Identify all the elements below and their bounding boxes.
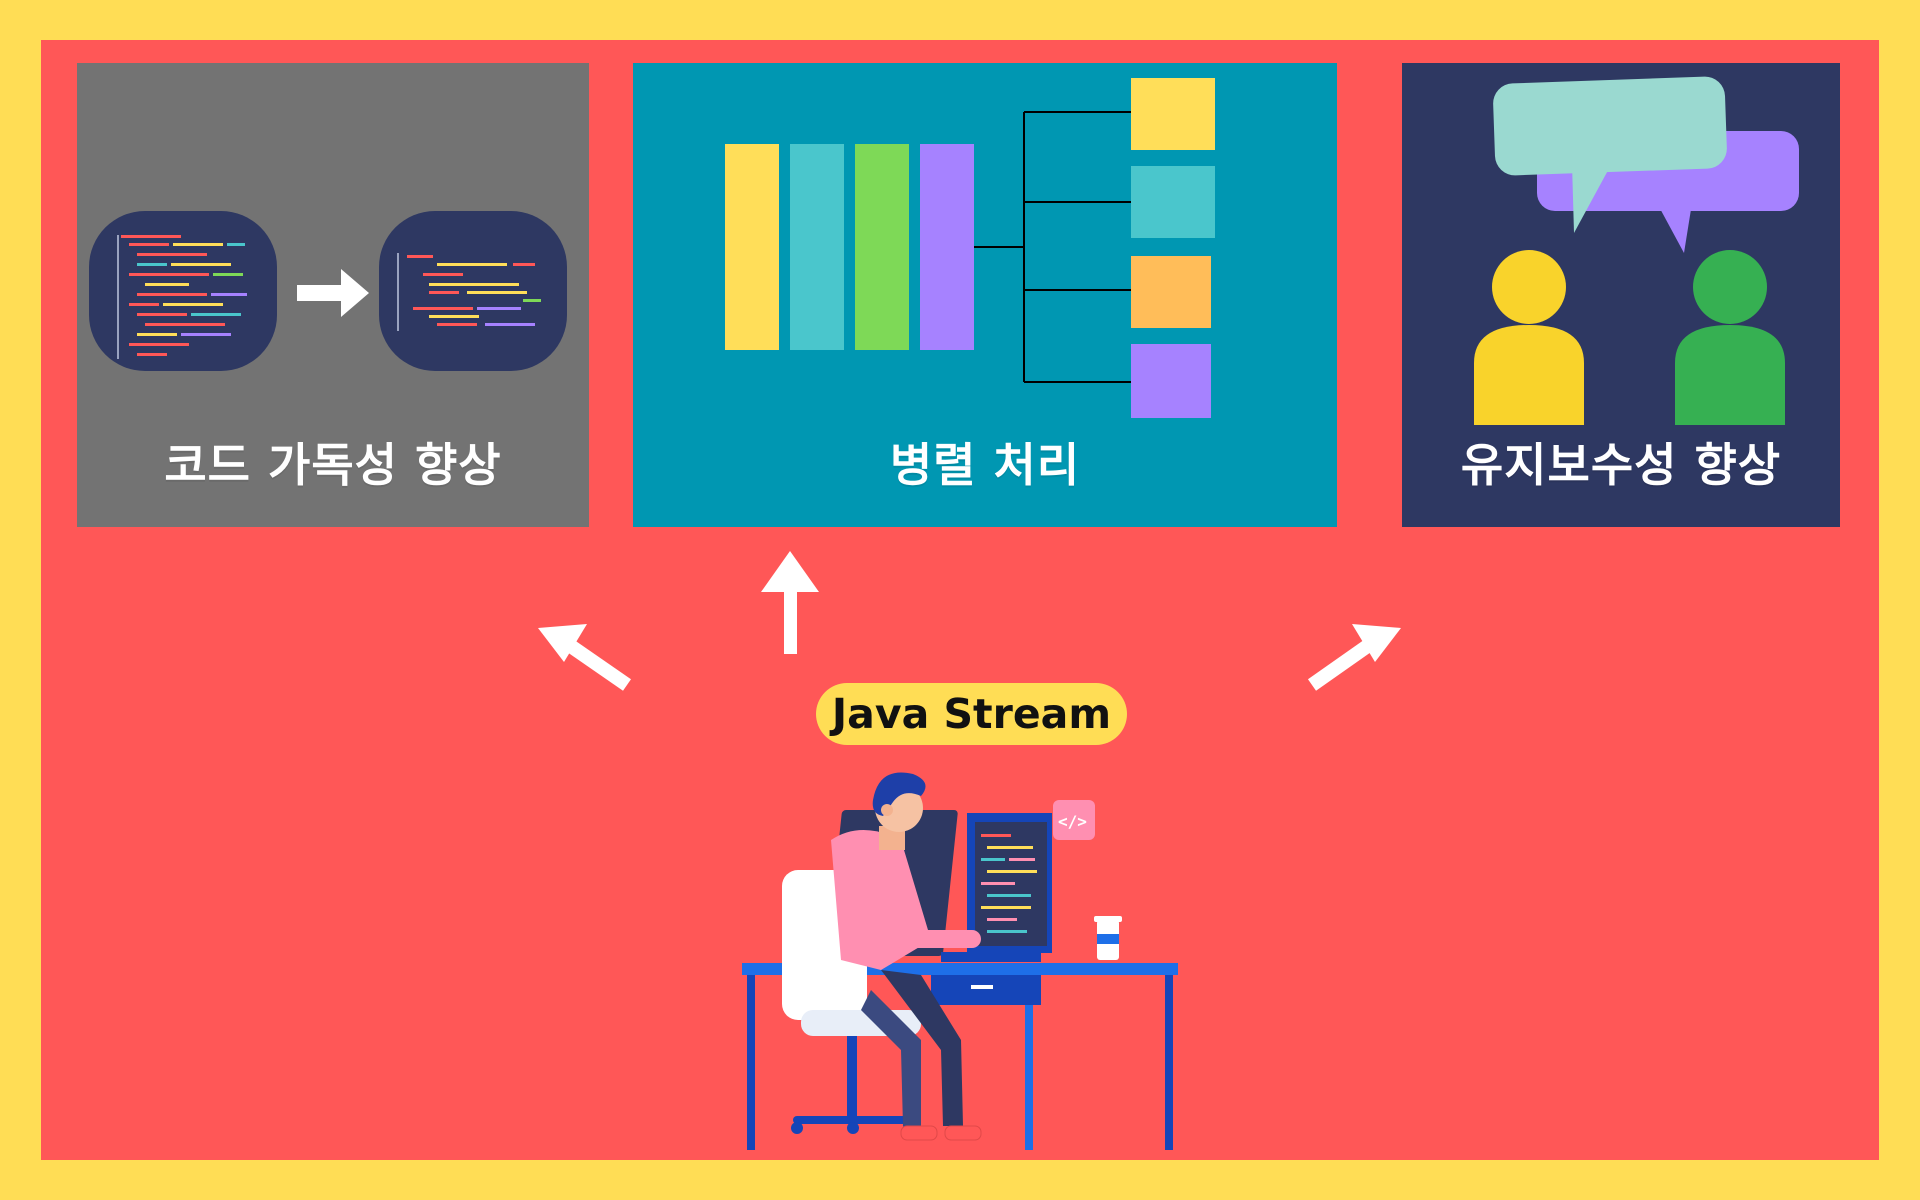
box-teal	[1131, 166, 1215, 238]
parallel-split-icon	[725, 78, 1215, 418]
panel-code-readability: 코드 가독성 향상	[77, 63, 589, 527]
panel-title: 병렬 처리	[889, 438, 1081, 492]
clean-code-lines	[397, 253, 541, 331]
panel-maintainability: 유지보수성 향상	[1402, 63, 1840, 527]
code-refactor-icon	[89, 211, 567, 371]
box-yellow	[1131, 78, 1215, 150]
person	[831, 772, 982, 1141]
panel-parallel-processing: 병렬 처리	[633, 63, 1337, 527]
people-chat-icon	[1474, 76, 1799, 425]
person-green-icon	[1675, 250, 1785, 425]
coffee-cup-icon	[1094, 916, 1122, 960]
box-purple	[1131, 344, 1211, 418]
panel-title: 코드 가독성 향상	[164, 438, 502, 492]
right-arrow-icon	[297, 269, 369, 317]
java-stream-badge: Java Stream	[816, 683, 1127, 745]
bar-teal	[790, 144, 844, 350]
svg-text:</>: </>	[1058, 812, 1087, 831]
bar-purple	[920, 144, 974, 350]
code-tag-icon: </>	[1053, 800, 1095, 840]
messy-code-lines	[117, 235, 247, 359]
person-yellow-icon	[1474, 250, 1584, 425]
developer-at-desk-illustration: </>	[742, 772, 1178, 1150]
bar-yellow	[725, 144, 779, 350]
split-connector-lines	[974, 111, 1131, 383]
speech-bubble-mint	[1493, 76, 1727, 233]
box-orange	[1131, 256, 1211, 328]
bar-green	[855, 144, 909, 350]
arrow-up-left-icon	[538, 624, 631, 691]
arrow-up-icon	[761, 551, 819, 654]
diagram-canvas: 코드 가독성 향상 병렬 처리	[41, 40, 1879, 1160]
direction-arrows	[538, 551, 1401, 691]
arrow-up-right-icon	[1307, 624, 1401, 691]
panel-title: 유지보수성 향상	[1460, 438, 1782, 492]
